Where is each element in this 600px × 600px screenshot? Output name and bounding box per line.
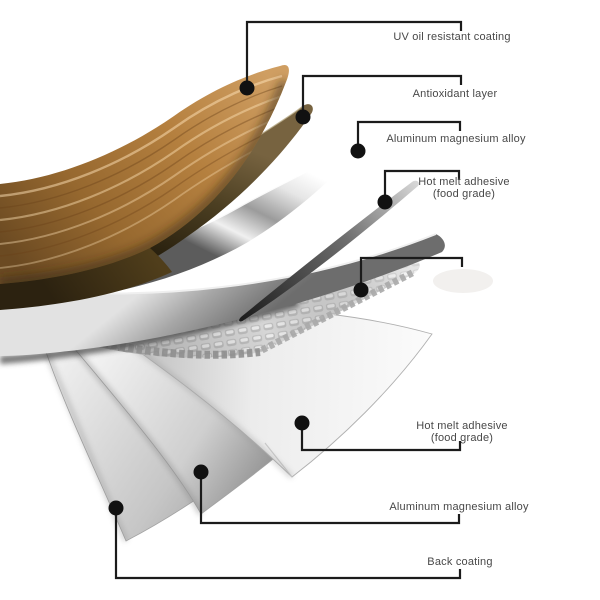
leader-uv-oil-resistant-coating bbox=[245, 20, 463, 88]
leader-dot-hot-melt-bottom bbox=[294, 415, 310, 431]
leader-dot-aluminum-top bbox=[350, 143, 366, 159]
honeycomb-side-teeth bbox=[260, 268, 416, 354]
layer-hot-melt-top-blade bbox=[239, 180, 419, 322]
wood-sheet-shadow-band bbox=[0, 79, 289, 285]
label-back-coating: Back coating bbox=[427, 556, 493, 569]
layer-uv-coating-wood-sheet bbox=[0, 64, 289, 310]
label-text: Antioxidant layer bbox=[412, 88, 498, 100]
leader-dots bbox=[108, 80, 393, 516]
label-antioxidant-layer: Antioxidant layer bbox=[412, 88, 498, 101]
label-text: (food grade) bbox=[430, 431, 494, 444]
label-hot-melt-adhesive-bottom: Hot melt adhesive(food grade) bbox=[416, 420, 508, 444]
label-text: (food grade) bbox=[432, 187, 496, 200]
leader-lines bbox=[114, 20, 464, 580]
wood-grain-streak bbox=[0, 105, 283, 233]
leader-dot-uv-coating bbox=[239, 80, 255, 96]
leader-antioxidant-layer bbox=[301, 74, 463, 117]
label-text: Hot melt adhesive bbox=[418, 176, 510, 188]
honeycomb-front-teeth bbox=[52, 326, 261, 359]
faded-smudge bbox=[433, 269, 493, 293]
wood-grain-streak bbox=[0, 85, 283, 209]
label-text: Hot melt adhesive bbox=[416, 420, 508, 432]
wood-grain-streak bbox=[0, 94, 283, 222]
leader-dot-honeycomb bbox=[353, 282, 369, 298]
gray-film-face bbox=[0, 234, 445, 356]
label-aluminum-magnesium-alloy-top: Aluminum magnesium alloy bbox=[386, 133, 526, 146]
leader-hot-melt-adhesive-top bbox=[383, 169, 461, 202]
wood-grain-streak bbox=[0, 115, 283, 245]
leader-hot-melt-adhesive-bottom bbox=[300, 423, 462, 452]
leader-dot-hot-melt-top bbox=[377, 194, 393, 210]
leader-dot-aluminum-bottom bbox=[193, 464, 209, 480]
aluminum-bottom-sheet-crease bbox=[62, 334, 204, 516]
gray-film-underside bbox=[0, 298, 300, 364]
label-hot-melt-adhesive-top: Hot melt adhesive(food grade) bbox=[418, 176, 510, 200]
label-text: Aluminum magnesium alloy bbox=[386, 133, 526, 145]
leader-aluminum-magnesium-alloy-top bbox=[356, 120, 462, 151]
leader-honeycomb-unlabeled bbox=[359, 256, 464, 290]
leader-aluminum-magnesium-alloy-bottom bbox=[199, 472, 461, 525]
wood-sheet-underside bbox=[0, 248, 172, 310]
label-text: Back coating bbox=[427, 556, 493, 568]
leader-dot-antioxidant bbox=[295, 109, 311, 125]
label-text: UV oil resistant coating bbox=[393, 31, 511, 43]
label-uv-oil-resistant-coating: UV oil resistant coating bbox=[393, 31, 511, 44]
label-text: Aluminum magnesium alloy bbox=[389, 501, 529, 513]
leader-back-coating bbox=[114, 508, 462, 580]
wood-sheet-face bbox=[0, 64, 289, 285]
leader-dot-back-coating bbox=[108, 500, 124, 516]
label-aluminum-magnesium-alloy-bottom: Aluminum magnesium alloy bbox=[389, 501, 529, 514]
